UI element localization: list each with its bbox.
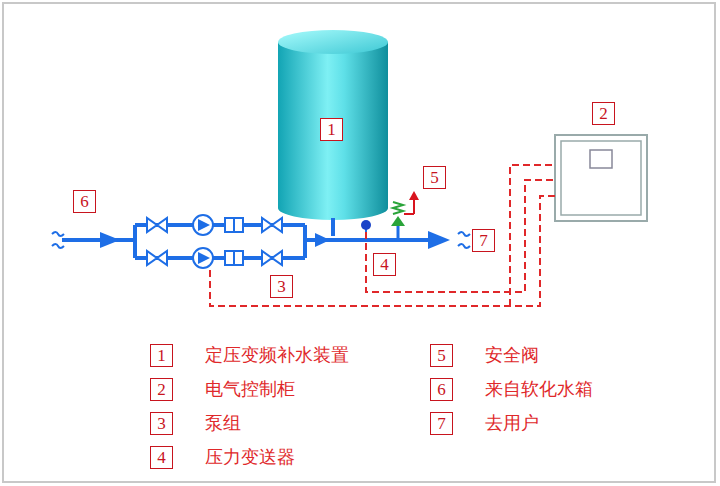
callout-box: 4 [373,253,396,276]
callout-number: 6 [79,193,90,210]
callout-box: 7 [430,412,453,435]
callout-number: 3 [276,278,287,295]
callout-box: 5 [430,344,453,367]
callout-box: 1 [150,344,173,367]
legend-description: 来自软化水箱 [485,378,593,400]
callout-number: 5 [436,347,447,364]
legend-description: 电气控制柜 [205,378,295,400]
legend-description: 去用户 [485,412,539,434]
callout-box: 5 [423,166,446,189]
callout-number: 2 [156,381,167,398]
callout-number: 1 [156,347,167,364]
legend-description: 泵组 [205,412,241,434]
legend-description: 定压变频补水装置 [205,344,349,366]
callout-box: 1 [320,118,343,141]
legend-description: 压力变送器 [205,446,295,468]
callout-box: 6 [73,190,96,213]
callout-number: 7 [478,232,489,249]
callout-box: 3 [150,412,173,435]
callout-number: 5 [429,169,440,186]
legend-description: 安全阀 [485,344,539,366]
callout-box: 2 [150,378,173,401]
callout-number: 4 [379,256,390,273]
callout-box: 6 [430,378,453,401]
callout-number: 1 [326,121,337,138]
callout-number: 6 [436,381,447,398]
callout-box: 4 [150,446,173,469]
callout-number: 7 [436,415,447,432]
callout-number: 3 [156,415,167,432]
callout-box: 2 [592,102,615,125]
callout-number: 2 [598,105,609,122]
callout-box: 7 [472,229,495,252]
callout-box: 3 [270,275,293,298]
callout-number: 4 [156,449,167,466]
